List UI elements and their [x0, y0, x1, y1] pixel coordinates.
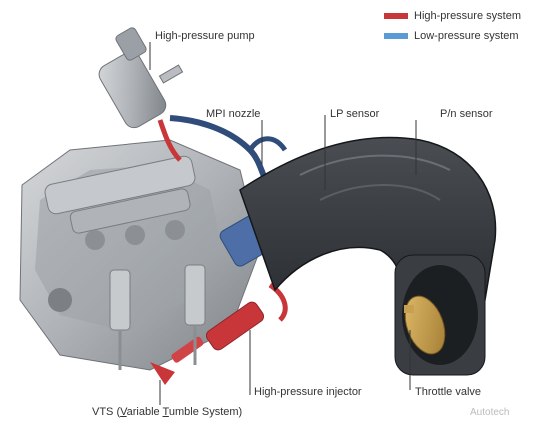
cylinder-head — [19, 139, 261, 371]
legend-label-high: High-pressure system — [414, 10, 521, 22]
label-throttle-valve: Throttle valve — [415, 386, 482, 398]
vts-t: T — [162, 406, 169, 418]
valve-springs — [109, 264, 206, 370]
label-lp-sensor: LP sensor — [330, 108, 380, 120]
legend-swatch-low — [384, 33, 408, 39]
legend-label-low: Low-pressure system — [414, 30, 519, 42]
leader-lines — [149, 42, 417, 405]
vts-umble: umble System) — [168, 406, 243, 418]
intake-manifold — [239, 136, 497, 376]
legend-high-pressure: High-pressure system — [384, 10, 521, 22]
vts-ariable: ariable — [126, 406, 163, 418]
watermark: Autotech — [470, 407, 510, 418]
label-high-pressure-pump: High-pressure pump — [155, 30, 255, 42]
label-pn-sensor: P/n sensor — [440, 108, 493, 120]
label-mpi-nozzle: MPI nozzle — [206, 108, 261, 120]
throttle-valve — [404, 295, 446, 355]
label-vts: VTS (Variable Tumble System) — [92, 406, 242, 419]
legend-swatch-high — [384, 13, 408, 19]
high-pressure-pump — [98, 27, 184, 129]
vts-prefix: VTS ( — [92, 406, 121, 418]
vts-v: V — [120, 406, 127, 418]
legend-low-pressure: Low-pressure system — [384, 30, 519, 42]
label-high-pressure-injector: High-pressure injector — [254, 386, 362, 398]
